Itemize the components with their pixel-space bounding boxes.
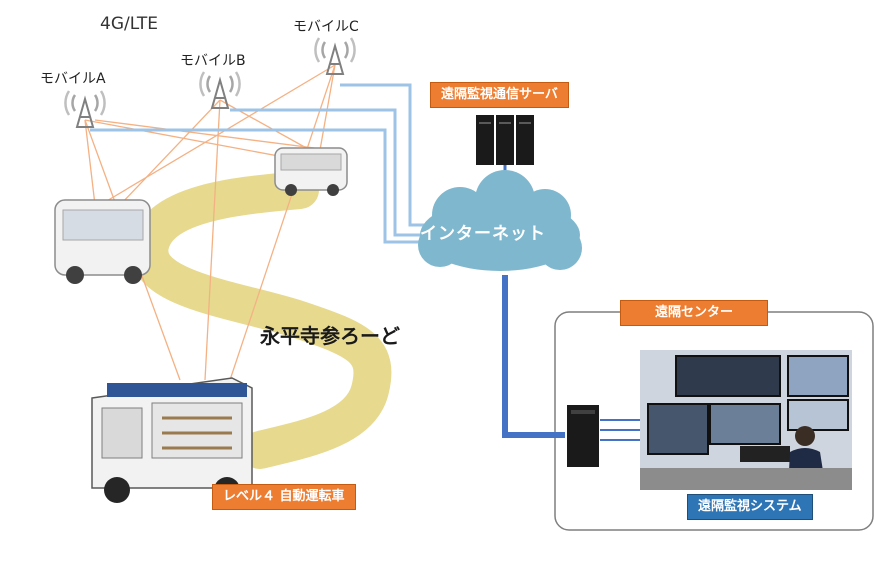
internet-label: インターネット [420,224,546,244]
server-icon [476,115,534,165]
network-label: 4G/LTE [100,14,158,34]
antenna-icon [314,37,356,75]
station-b-label: モバイルB [180,53,246,69]
vehicle-icon [91,377,253,503]
center-link [502,275,565,438]
server-label: 遠隔監視通信サーバ [430,82,569,108]
internet-links [90,83,430,244]
cloud-icon [418,170,582,271]
bus-icon [274,147,348,196]
road-path [130,171,392,469]
antenna-icon [64,90,106,128]
antenna-icon [199,71,241,109]
monitor-links [600,419,645,441]
remote-center-label: 遠隔センター [620,300,769,326]
monitoring-room-image [640,350,852,490]
monitoring-system-label: 遠隔監視システム [687,494,813,520]
radio-links [84,64,336,381]
station-a-label: モバイルA [40,71,106,87]
bus-icon [54,199,151,284]
pc-tower-icon [567,405,599,467]
vehicle-label: レベル４ 自動運転車 [212,484,356,510]
road-label: 永平寺参ろーど [260,324,400,348]
station-c-label: モバイルC [293,19,359,35]
